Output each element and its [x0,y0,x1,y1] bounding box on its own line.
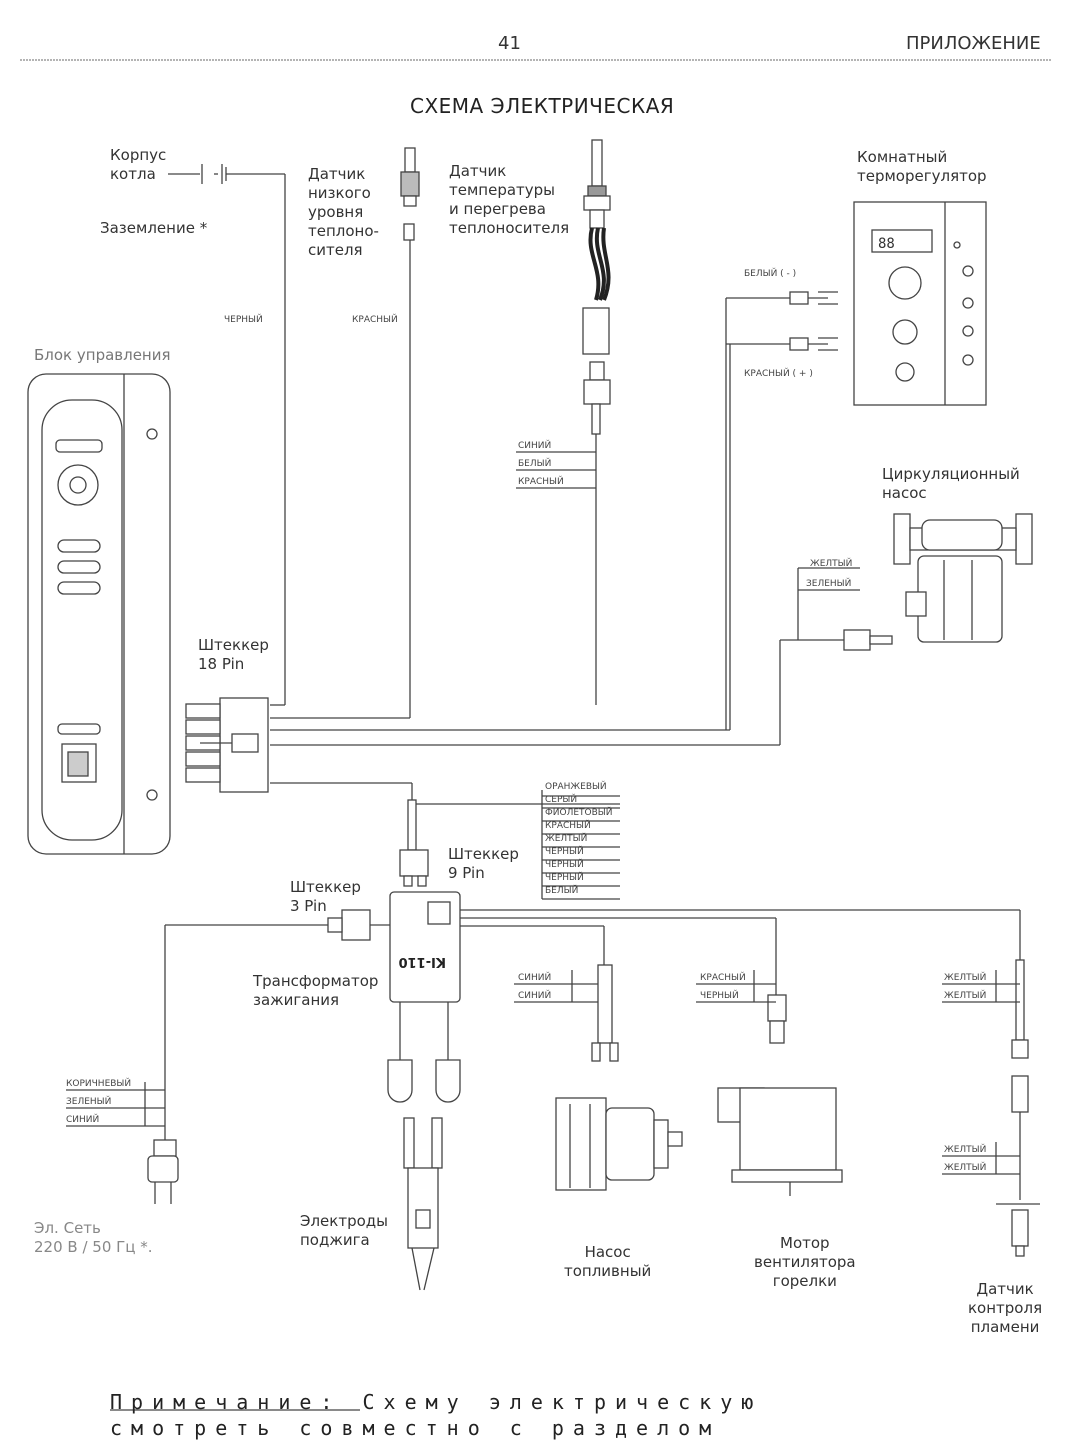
wire-label: СИНИЙ [66,1113,99,1125]
section-title: ПРИЛОЖЕНИЕ [906,33,1041,54]
plug9-wire-table [541,790,620,900]
label-fan-motor: Мотор вентилятора горелки [754,1234,856,1290]
wire-label: СЕРЫЙ [545,793,577,805]
label-temp-sensor: Датчик температуры и перегрева теплоноси… [449,162,570,237]
wire-label: КРАСНЫЙ [545,819,591,831]
mains-plug-icon [147,1139,179,1204]
note-line-2: смотреть совместно с разделом [110,1416,721,1440]
plug-3pin-icon [327,909,390,941]
wire-label: ЗЕЛЕНЫЙ [66,1095,111,1107]
circulation-pump-icon [779,513,1033,745]
label-low-level-sensor: Датчик низкого уровня теплоно- сителя [308,165,379,259]
plug-18pin-icon [185,697,269,793]
label-control-block: Блок управления [34,346,171,364]
label-plug-9pin: Штеккер 9 Pin [448,845,519,882]
flame-sensor-icon [996,1203,1040,1257]
wire-label: СИНИЙ [518,971,551,983]
label-circulation-pump: Циркуляционный насос [882,465,1020,502]
control-block-icon [27,373,171,855]
plug-9pin-icon [399,849,429,887]
wire-label: ЖЕЛТЫЙ [944,1161,986,1173]
label-flame-sensor: Датчик контроля пламени [968,1280,1043,1336]
wire-label: СИНИЙ [518,439,551,451]
wire-label: БЕЛЫЙ [545,884,578,896]
thermostat-display: 88 [878,236,895,252]
wire-label: ЧЕРНЫЙ [545,845,584,857]
wire-label-red: КРАСНЫЙ [352,313,398,325]
thermostat-terminals [725,291,838,730]
note-text-1: Схему электрическую [362,1390,763,1414]
wire-label: КОРИЧНЕВЫЙ [66,1077,131,1089]
wire-label: ЖЕЛТЫЙ [944,1143,986,1155]
wire-label: ЖЕЛТЫЙ [944,971,986,983]
label-electrodes: Электроды поджига [300,1212,389,1249]
label-plug-3pin: Штеккер 3 Pin [290,878,361,915]
low-level-sensor-icon [400,147,420,718]
label-mains: Эл. Сеть 220 В / 50 Гц *. [34,1219,153,1256]
wire-label: ЧЕРНЫЙ [545,858,584,870]
label-boiler-body: Корпус котла [110,146,167,183]
wire-label-thermo-red: КРАСНЫЙ ( + ) [744,367,813,379]
wire-label: ЖЕЛТЫЙ [944,989,986,1001]
fan-motor-icon [717,1087,843,1196]
wire-label-black: ЧЕРНЫЙ [224,313,263,325]
wire-label: ЧЕРНЫЙ [545,871,584,883]
label-room-thermostat: Комнатный терморегулятор [857,148,987,185]
temperature-sensor-icon [582,139,611,705]
diagram-title: СХЕМА ЭЛЕКТРИЧЕСКАЯ [410,94,675,118]
wire-label: ЖЕЛТЫЙ [810,557,852,569]
label-plug-18pin: Штеккер 18 Pin [198,636,269,673]
wire-label: ЖЕЛТЫЙ [545,832,587,844]
wire-label: СИНИЙ [518,989,551,1001]
wire-label: ЧЕРНЫЙ [700,989,739,1001]
ignition-transformer-icon [387,891,461,1103]
wire-label: БЕЛЫЙ [518,457,551,469]
fuel-pump-icon [555,1097,683,1191]
room-thermostat-icon [853,201,987,406]
label-transformer: Трансформатор зажигания [253,972,379,1009]
label-grounding: Заземление * [100,219,208,237]
wire-label: ФИОЛЕТОВЫЙ [545,806,612,818]
label-fuel-pump: Насос топливный [564,1243,652,1280]
wire-label: КРАСНЫЙ [700,971,746,983]
page-number: 41 [498,33,521,54]
wire-label-thermo-white: БЕЛЫЙ ( - ) [744,267,796,279]
note-label: Примечание: [110,1390,342,1414]
wire-label: ОРАНЖЕВЫЙ [545,780,607,792]
ground-symbol [168,164,285,184]
note-line-1: Примечание: Схему электрическую [110,1390,762,1414]
ignition-electrodes-icon [403,1117,443,1291]
wire-label: ЗЕЛЕНЫЙ [806,577,851,589]
transformer-marking: KI-110 [399,954,446,969]
wire-label: КРАСНЫЙ [518,475,564,487]
